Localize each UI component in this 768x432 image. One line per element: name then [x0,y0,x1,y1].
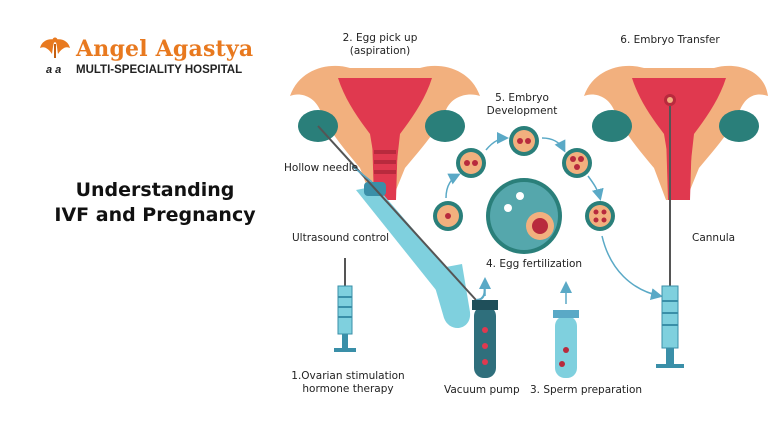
sperm-tube [553,310,579,378]
syringe-hormone [334,258,356,352]
label-ovarian-line1: 1.Ovarian stimulation [291,370,405,382]
label-egg-pickup-line2: (aspiration) [349,45,411,57]
title-line-1: Understanding [75,179,235,201]
label-hollow-needle: Hollow needle [284,162,359,174]
title-line-2: IVF and Pregnancy [54,204,256,226]
hospital-name: Angel Agastya [76,36,254,62]
label-embryo-dev-line2: Development [486,105,558,117]
page-title: Understanding IVF and Pregnancy [40,178,270,228]
label-cannula: Cannula [692,232,736,244]
label-ovarian-line2: hormone therapy [302,383,394,395]
label-sperm-preparation: 3. Sperm preparation [530,384,643,396]
ultrasound-probe [356,182,471,329]
hospital-subtitle: MULTI-SPECIALITY HOSPITAL [76,64,243,76]
ovary-right [425,110,465,142]
embryo-cells [433,126,615,231]
angel-wings-icon [40,37,70,58]
label-egg-pickup-line1: 2. Egg pick up [342,32,418,44]
hollow-needle [317,125,477,301]
label-vacuum-pump: Vacuum pump [444,384,520,396]
label-egg-pickup: 2. Egg pick up (aspiration) [330,32,430,58]
label-egg-fertilization: 4. Egg fertilization [486,258,583,270]
uterus-right [584,65,768,200]
hospital-logo: Angel Agastya a a MULTI-SPECIALITY HOSPI… [38,36,258,82]
label-embryo-development: 5. Embryo Development [478,92,566,118]
label-embryo-transfer: 6. Embryo Transfer [620,34,720,46]
syringe-transfer [656,285,684,368]
label-embryo-dev-line1: 5. Embryo [495,92,549,104]
vacuum-tube [472,300,498,378]
label-ovarian-stimulation: 1.Ovarian stimulation hormone therapy [288,370,408,396]
label-ultrasound-control: Ultrasound control [292,232,390,244]
logo-mark: a a [46,64,62,76]
fertilization-circle [486,178,562,254]
